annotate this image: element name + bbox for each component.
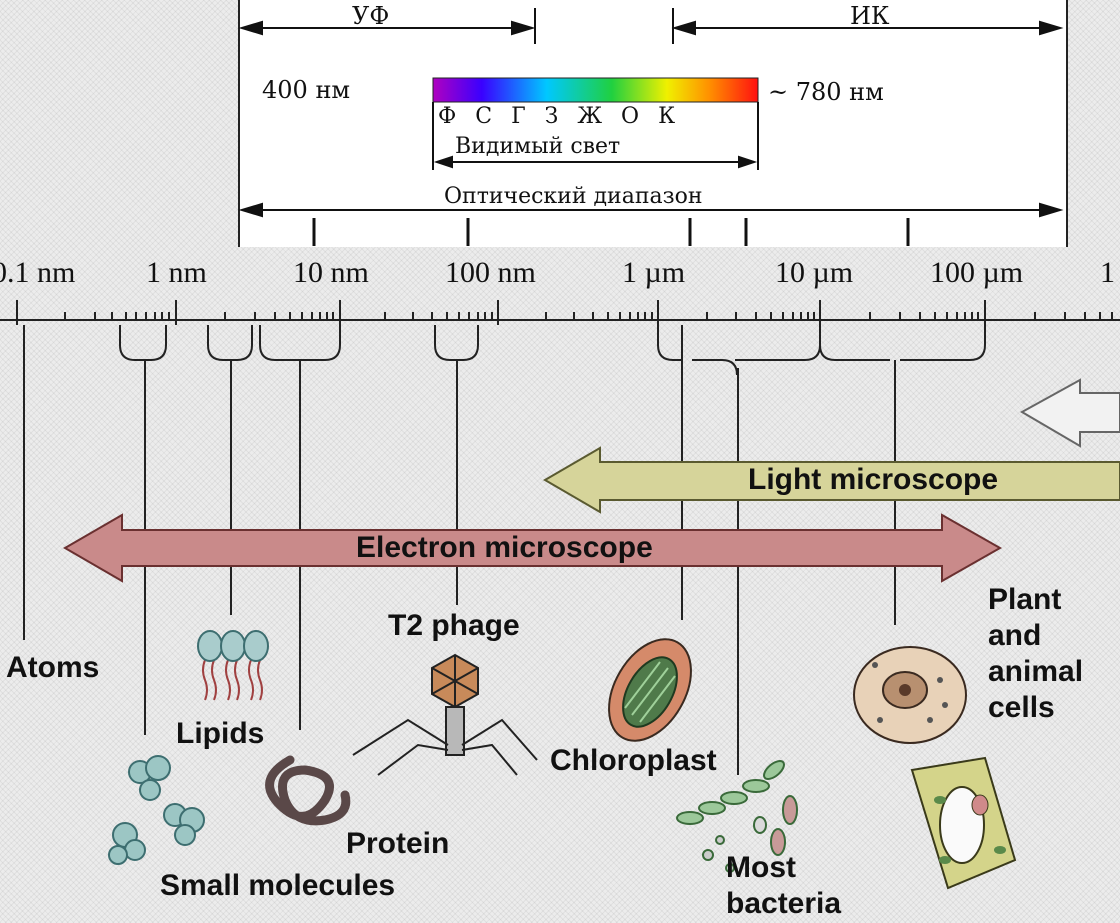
t2-phage-illustration	[353, 655, 537, 775]
visible-light-label: Видимый свет	[455, 134, 620, 159]
scale-label-1nm: 1 nm	[146, 256, 207, 290]
protein-label: Protein	[346, 826, 449, 862]
scale-label-10um: 10 µm	[775, 256, 853, 290]
scale-label-100nm: 100 nm	[445, 256, 536, 290]
visible-spectrum-bar	[433, 78, 758, 102]
scale-label-1um: 1 µm	[622, 256, 685, 290]
scale-label-10nm: 10 nm	[293, 256, 369, 290]
light-microscope-label: Light microscope	[748, 462, 998, 498]
small-molecules-label: Small molecules	[160, 868, 395, 904]
small-molecules-illustration	[109, 756, 204, 864]
lipids-illustration	[198, 631, 268, 700]
optical-box-ticks	[314, 218, 908, 246]
color-letters-label: Ф С Г З Ж О К	[438, 104, 681, 129]
lipids-label: Lipids	[176, 716, 264, 752]
scale-label-100um: 100 µm	[930, 256, 1023, 290]
scale-label-0-1nm: 0.1 nm	[0, 256, 75, 290]
electron-microscope-label: Electron microscope	[356, 530, 653, 566]
plant-cell-illustration	[912, 758, 1015, 888]
plant-animal-cells-label: Plant and animal cells	[988, 582, 1113, 726]
wavelength-400-label: 400 нм	[262, 76, 350, 104]
uv-label: УФ	[352, 2, 389, 30]
most-bacteria-label: Most bacteria	[726, 850, 866, 922]
ir-label: ИК	[850, 2, 890, 30]
chloroplast-label: Chloroplast	[550, 743, 717, 779]
partial-arrow-top-right	[1022, 380, 1120, 446]
wavelength-780-label: ~ 780 нм	[768, 78, 884, 106]
chloroplast-illustration	[592, 625, 708, 755]
t2-phage-label: T2 phage	[388, 608, 520, 644]
scale-label-1-partial: 1	[1100, 256, 1115, 290]
size-scale-ticks	[17, 300, 1112, 325]
atoms-label: Atoms	[6, 650, 99, 686]
optical-range-label: Оптический диапазон	[440, 184, 707, 209]
protein-illustration	[270, 760, 346, 821]
animal-cell-illustration	[854, 647, 966, 743]
